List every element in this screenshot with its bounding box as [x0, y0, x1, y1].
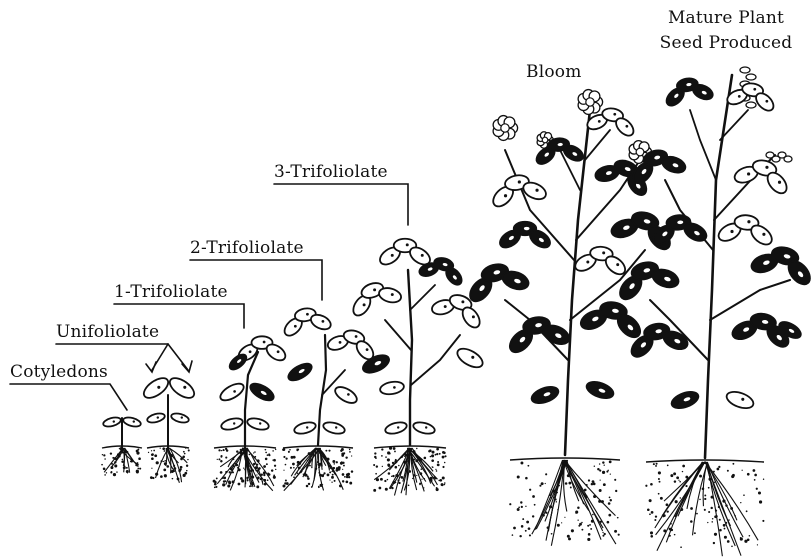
leader-2-trifoliolate [190, 260, 322, 300]
plant-1-trifoliolate [213, 336, 289, 491]
leader-1-trifoliolate [114, 304, 244, 328]
leader-3-trifoliolate [274, 184, 408, 225]
arrowhead-left [146, 362, 156, 372]
plant-unifoliolate [141, 374, 198, 483]
plant-mature [616, 67, 812, 556]
arrowhead-right [182, 361, 192, 372]
plant-cotyledons [101, 416, 142, 476]
leader-cotyledons [10, 384, 127, 410]
plant-3-trifoliolate [350, 239, 486, 496]
plant-2-trifoliolate [281, 307, 376, 491]
leader-unifoliolate-arrow-right [168, 344, 188, 370]
leader-lines [10, 184, 408, 410]
plant-bloom [466, 90, 674, 546]
